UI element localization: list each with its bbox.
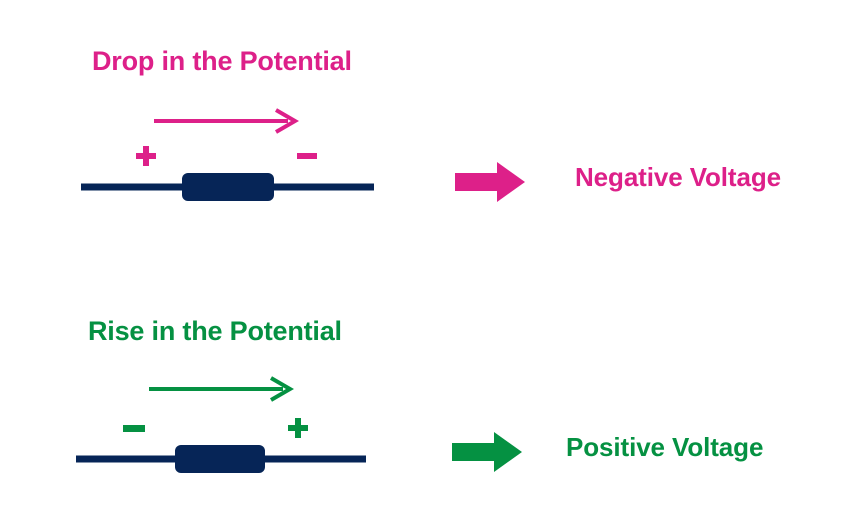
result-arrow-drop (455, 160, 527, 209)
block-right-arrow-icon (452, 432, 522, 472)
result-label-negative-voltage: Negative Voltage (575, 162, 781, 192)
polarity-plus-sign (136, 146, 156, 166)
panel-drop: Drop in the Potential (75, 46, 781, 215)
traversal-arrow-drop (150, 104, 310, 143)
circuit-rise (70, 412, 380, 487)
polarity-minus-sign (297, 153, 317, 159)
traversal-arrow-rise (145, 372, 305, 411)
polarity-plus-sign (288, 418, 308, 438)
result-label-positive-voltage: Positive Voltage (566, 432, 764, 462)
block-right-arrow-icon (455, 162, 525, 202)
polarity-minus-sign (123, 425, 145, 432)
panel-rise: Rise in the Potential (0, 262, 856, 524)
right-arrow-icon (149, 376, 294, 402)
resistor-circuit-icon (76, 418, 366, 473)
right-arrow-icon (154, 108, 299, 134)
result-arrow-rise (452, 430, 524, 479)
panel-drop-title: Drop in the Potential (92, 46, 352, 76)
panel-rise-title: Rise in the Potential (88, 316, 342, 346)
circuit-drop (75, 140, 385, 215)
resistor-circuit-icon (81, 146, 374, 201)
